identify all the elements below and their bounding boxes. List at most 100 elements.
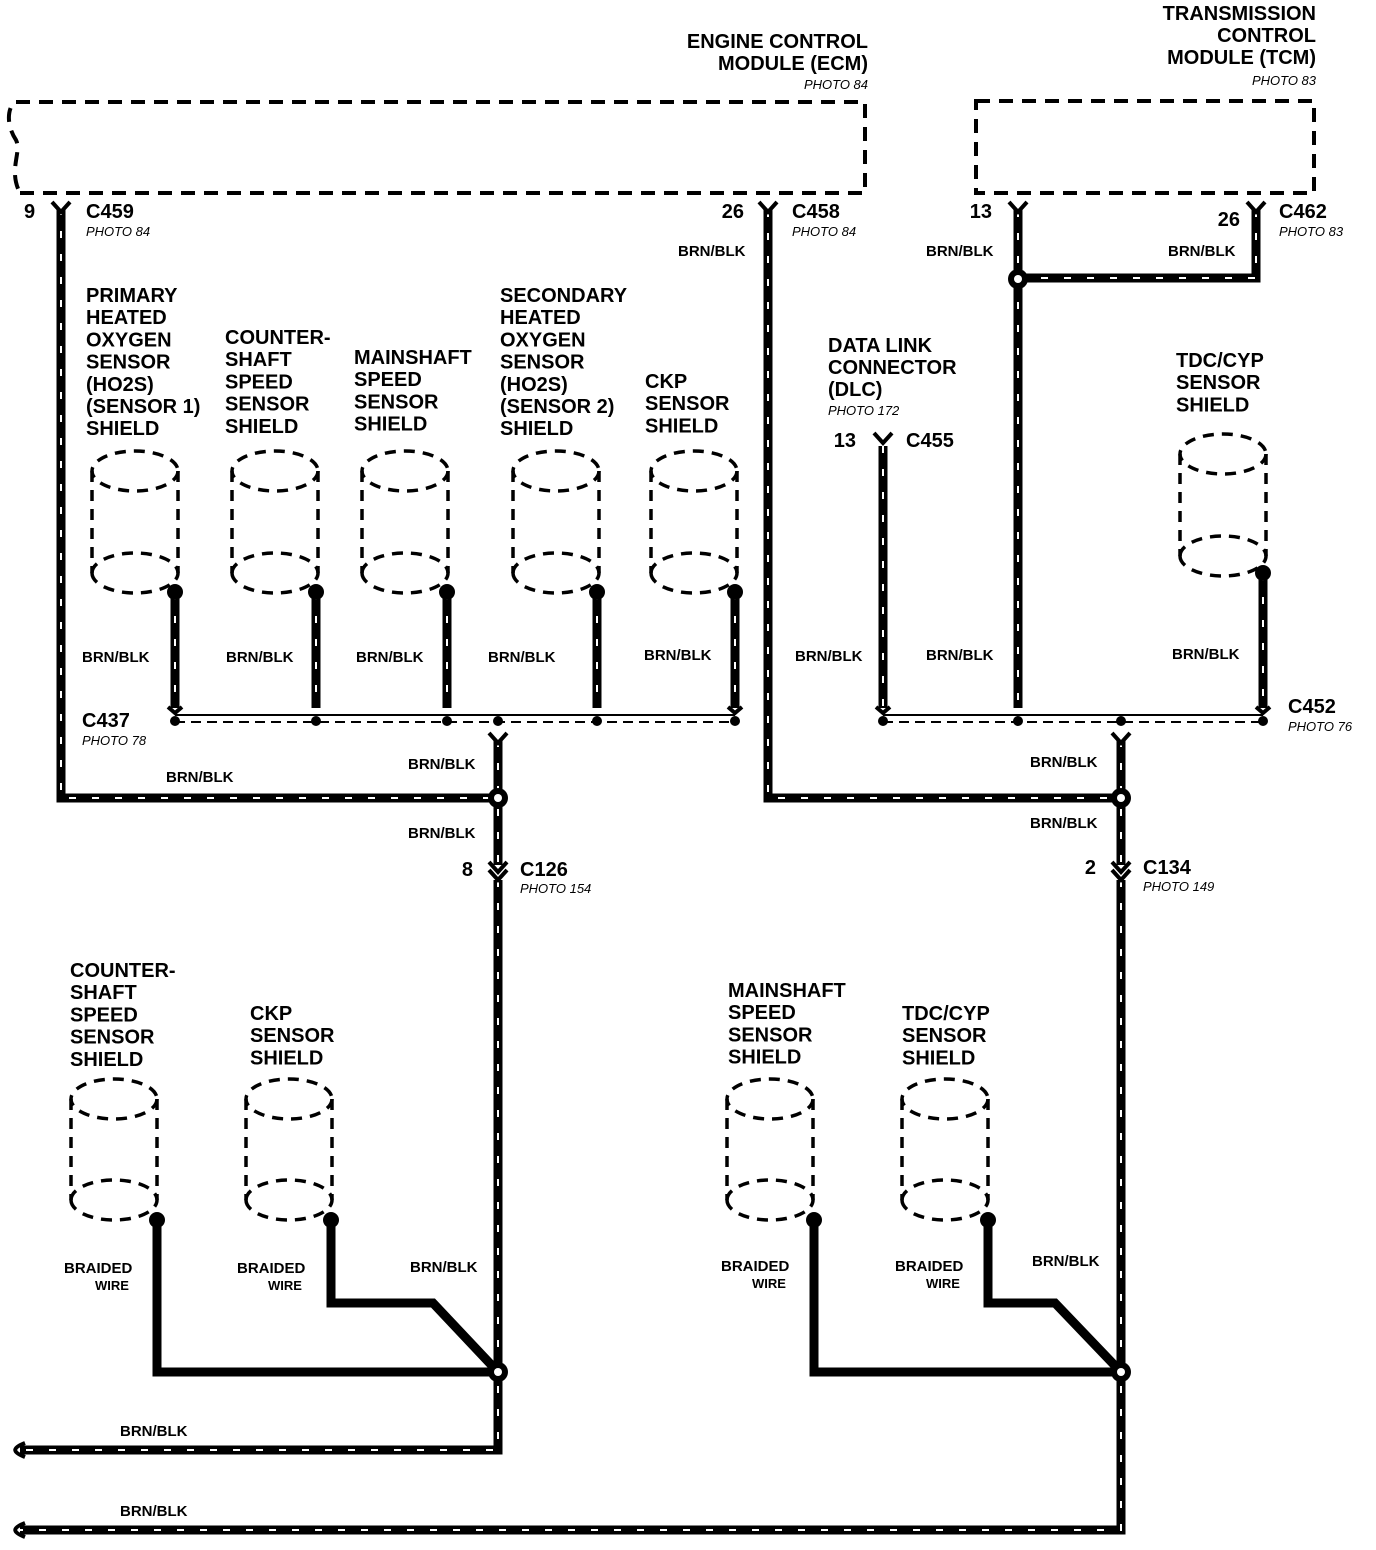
primary-ho2s-shield-label-line: SHIELD (86, 418, 159, 440)
tdc-cyp-shield-bottom-label-line: SENSOR (902, 1025, 987, 1047)
mainshaft-shield-top-label-line: SHIELD (354, 414, 427, 436)
countershaft-shield-bottom-label-line: SHAFT (70, 982, 137, 1004)
c126-id: C126 (520, 859, 568, 881)
c126-photo: PHOTO 154 (520, 881, 591, 896)
mainshaft-shield-bottom-label-line: MAINSHAFT (728, 980, 846, 1002)
primary-ho2s-shield-label-line: SENSOR (86, 352, 171, 374)
wire-color-label: BRN/BLK (166, 769, 234, 786)
wire-color-label: BRN/BLK (410, 1259, 478, 1276)
wire-color-label: BRN/BLK (82, 649, 150, 666)
c134-id: C134 (1143, 857, 1192, 879)
c437-photo: PHOTO 78 (82, 733, 147, 748)
shield-ground-dot (323, 1212, 339, 1228)
wire-color-label: BRN/BLK (408, 825, 476, 842)
braided-label: WIRE (926, 1276, 960, 1291)
dlc-title-line1: DATA LINK (828, 335, 933, 357)
countershaft-shield-top-label-line: COUNTER- (225, 327, 331, 349)
secondary-ho2s-shield (511, 449, 605, 600)
c452-id: C452 (1288, 696, 1336, 718)
ecm-title-line1: ENGINE CONTROL (687, 31, 868, 53)
wire-color-label: BRN/BLK (1172, 646, 1240, 663)
countershaft-shield-bottom-label-line: SPEED (70, 1004, 138, 1026)
shield-ground-dot (727, 584, 743, 600)
wire-color-label: BRN/BLK (488, 649, 556, 666)
c452-photo: PHOTO 76 (1288, 719, 1353, 734)
tdc-cyp-shield-top-label-line: TDC/CYP (1176, 350, 1264, 372)
mainshaft-shield-bottom-label-line: SPEED (728, 1002, 796, 1024)
c458-id: C458 (792, 201, 840, 223)
countershaft-shield-top-label-line: SENSOR (225, 394, 310, 416)
primary-ho2s-shield-label-line: (SENSOR 1) (86, 396, 200, 418)
c134-photo: PHOTO 149 (1143, 879, 1214, 894)
countershaft-shield-bottom-label-line: COUNTER- (70, 960, 176, 982)
braided-label: BRAIDED (64, 1260, 133, 1277)
wire-color-label: BRN/BLK (356, 649, 424, 666)
tdc-cyp-shield-bottom-label-line: SHIELD (902, 1047, 975, 1069)
wire-c462-pin26 (1018, 210, 1261, 283)
wire-color-label: BRN/BLK (926, 647, 994, 664)
shield-ground-dot (980, 1212, 996, 1228)
tcm-title-line2: CONTROL (1217, 25, 1316, 47)
connector-chevrons (13, 200, 1272, 1539)
primary-ho2s-shield-label-line: (HO2S) (86, 374, 154, 396)
c458-photo: PHOTO 84 (792, 224, 856, 239)
tcm-module-box (974, 99, 1316, 195)
mainshaft-shield-top-label-line: MAINSHAFT (354, 347, 472, 369)
secondary-ho2s-shield-label-line: SHIELD (500, 418, 573, 440)
wire-color-label: BRN/BLK (1032, 1253, 1100, 1270)
primary-ho2s-shield-label-line: OXYGEN (86, 329, 172, 351)
braided-label: BRAIDED (721, 1258, 790, 1275)
countershaft-shield-top-label-line: SHAFT (225, 349, 292, 371)
ckp-shield-bottom-label-line: SHIELD (250, 1047, 323, 1069)
countershaft-shield-top (230, 449, 324, 600)
secondary-ho2s-shield-label-line: OXYGEN (500, 329, 586, 351)
connector-bus-bars (175, 714, 1263, 723)
shield-ground-dot (149, 1212, 165, 1228)
shield-ground-dot (308, 584, 324, 600)
tcm-title-line1: TRANSMISSION (1163, 3, 1316, 25)
ckp-shield-bottom-label-line: SENSOR (250, 1025, 335, 1047)
wire-color-label: BRN/BLK (926, 243, 994, 260)
shield-ground-dot (1255, 565, 1271, 581)
secondary-ho2s-shield-label-line: (SENSOR 2) (500, 396, 614, 418)
dlc-title-line3: (DLC) (828, 379, 882, 401)
tdc-cyp-shield-top-label-line: SENSOR (1176, 372, 1261, 394)
secondary-ho2s-shield-label-line: SECONDARY (500, 285, 628, 307)
c462-pin-right: 26 (1218, 209, 1240, 231)
braided-label: BRAIDED (237, 1260, 306, 1277)
shield-ground-dot (167, 584, 183, 600)
wire-c459-to-splice (56, 208, 498, 803)
c458-pin: 26 (722, 201, 744, 223)
c134-pin: 2 (1085, 857, 1096, 879)
dlc-title-line2: CONNECTOR (828, 357, 957, 379)
mainshaft-shield-bottom (725, 1077, 822, 1228)
wire-color-label: BRN/BLK (408, 756, 476, 773)
wire-color-label: BRN/BLK (226, 649, 294, 666)
ckp-shield-top-label-line: SENSOR (645, 393, 730, 415)
tcm-title-line3: MODULE (TCM) (1167, 47, 1316, 69)
primary-ho2s-shield (90, 449, 183, 600)
primary-ho2s-shield-label-line: PRIMARY (86, 285, 178, 307)
ckp-shield-top-label-line: SHIELD (645, 415, 718, 437)
tdc-cyp-shield-top (1178, 432, 1271, 581)
secondary-ho2s-shield-label-line: HEATED (500, 307, 581, 329)
mainshaft-shield-top (360, 449, 455, 600)
c126-pin: 8 (462, 859, 473, 881)
tdc-cyp-shield-bottom (900, 1077, 996, 1228)
countershaft-shield-top-label-line: SPEED (225, 371, 293, 393)
c459-pin: 9 (24, 201, 35, 223)
wire-color-label: BRN/BLK (644, 647, 712, 664)
secondary-ho2s-shield-label-line: SENSOR (500, 352, 585, 374)
countershaft-shield-bottom-label-line: SHIELD (70, 1049, 143, 1071)
countershaft-shield-bottom (69, 1077, 165, 1228)
braided-label: WIRE (268, 1278, 302, 1293)
wires (20, 208, 1268, 1535)
mainshaft-shield-bottom-label-line: SHIELD (728, 1047, 801, 1069)
c462-pin-left: 13 (970, 201, 992, 223)
c437-id: C437 (82, 710, 130, 732)
secondary-ho2s-shield-label-line: (HO2S) (500, 374, 568, 396)
splice-points (488, 269, 1131, 1382)
ckp-shield-bottom-label-line: CKP (250, 1003, 292, 1025)
wire-color-label: BRN/BLK (1030, 815, 1098, 832)
